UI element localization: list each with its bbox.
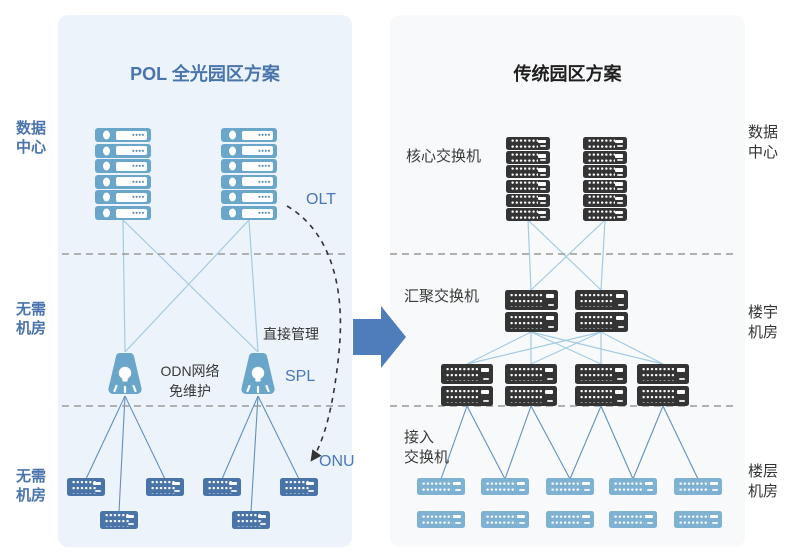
right-side-label-datacenter: 数据 中心 — [748, 124, 779, 162]
access-switch-label: 接入 交换机 — [404, 429, 450, 467]
pol-panel-title: POL 全光园区方案 — [130, 64, 280, 84]
left-side-label-no-room-2: 无需 机房 — [16, 468, 47, 504]
olt-label: OLT — [306, 191, 336, 208]
onu-label: ONU — [319, 453, 355, 470]
direct-management-label: 直接管理 — [263, 326, 319, 342]
odn-maintenance-free-label: ODN网络 免维护 — [160, 363, 220, 399]
aggregation-switch-label: 汇聚交换机 — [404, 288, 480, 305]
left-side-label-no-room-1: 无需 机房 — [16, 301, 47, 337]
traditional-panel-title: 传统园区方案 — [513, 64, 622, 84]
core-switch-label: 核心交换机 — [406, 148, 482, 165]
right-side-label-floor-room: 楼层 机房 — [748, 463, 779, 501]
pol-solution-panel — [58, 15, 352, 547]
spl-label: SPL — [285, 368, 316, 385]
right-side-label-building-room: 楼宇 机房 — [748, 304, 779, 342]
left-side-label-datacenter: 数据 中心 — [16, 120, 47, 156]
